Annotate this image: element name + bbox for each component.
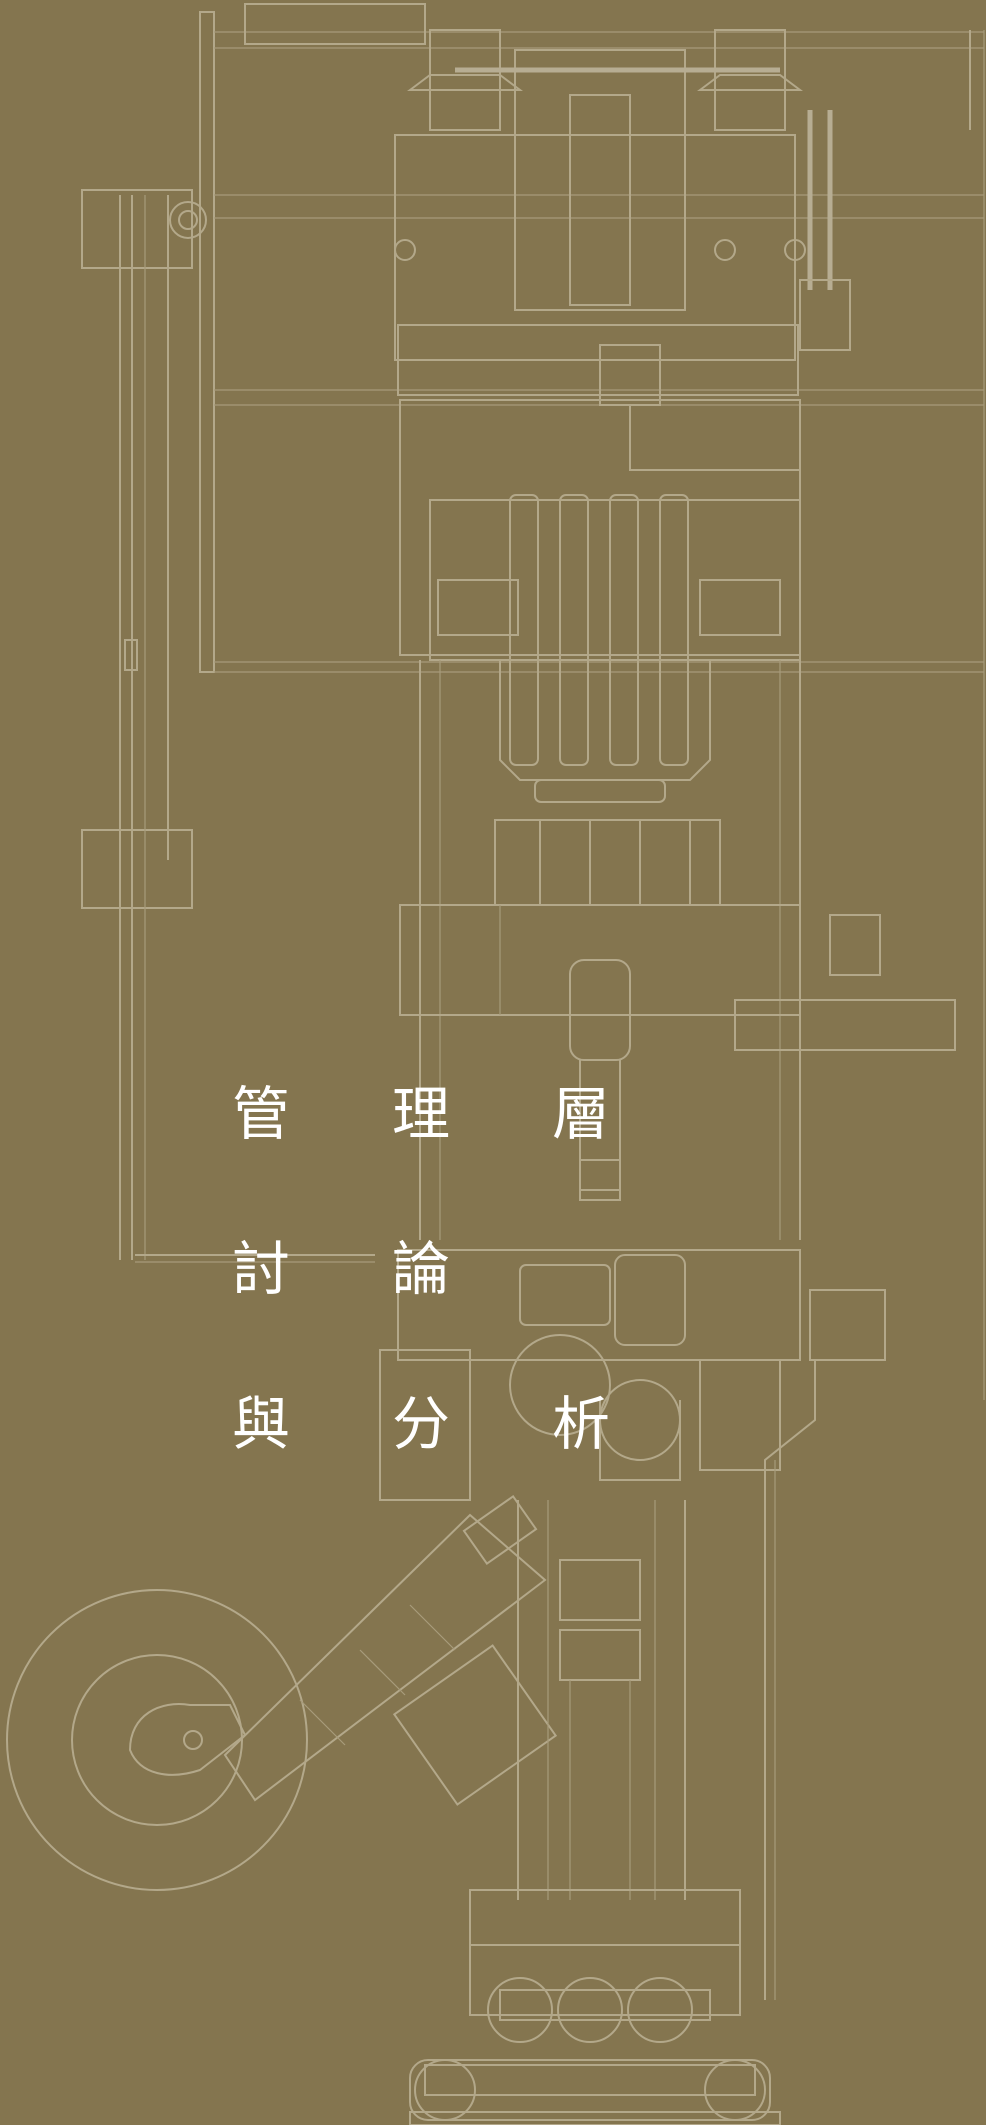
title-block: 管 理 層 討 論 與 分 析	[232, 1085, 652, 1485]
left-rail	[81, 189, 375, 1263]
upper-head	[394, 29, 851, 656]
middle-platen	[399, 904, 956, 1201]
mold-section	[419, 494, 801, 1240]
title-char-ceng: 層	[552, 1080, 611, 1148]
title-char-yu: 與	[232, 1390, 291, 1458]
title-char-fen: 分	[392, 1390, 451, 1458]
title-char-guan: 管	[232, 1080, 291, 1148]
title-char-li: 理	[392, 1080, 451, 1148]
title-char-lun: 論	[392, 1235, 451, 1303]
title-char-xi: 析	[552, 1390, 611, 1458]
reel-and-arm	[6, 1495, 558, 1891]
frame-lines	[199, 3, 985, 1400]
lower-carriage	[379, 1249, 886, 2000]
title-char-tao: 討	[232, 1235, 291, 1303]
lower-columns	[409, 1500, 781, 2125]
